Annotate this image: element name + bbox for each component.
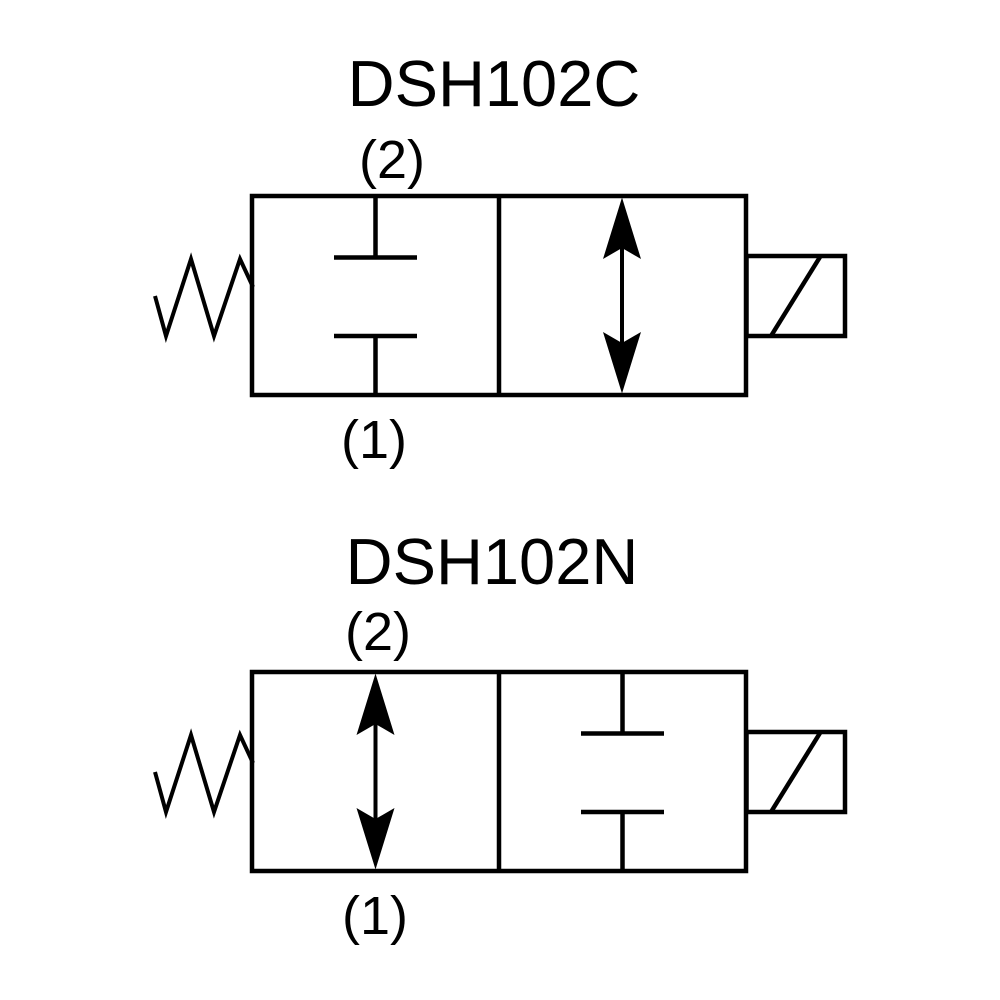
spring-icon [155, 259, 253, 336]
port-bottom-label: (1) [342, 886, 408, 946]
flow-arrow-icon [357, 674, 395, 870]
port-top-label: (2) [359, 130, 425, 190]
valve-title: DSH102N [346, 525, 639, 598]
valve-body [252, 196, 746, 395]
blocked-ports-icon [334, 196, 417, 395]
solenoid-icon [747, 732, 846, 812]
valve-diagram-dsh102c: DSH102C (2) (1) [155, 47, 845, 470]
valve-body [252, 672, 746, 871]
port-bottom-label: (1) [341, 410, 407, 470]
valve-diagram-dsh102n: DSH102N (2) (1) [155, 525, 845, 946]
blocked-ports-icon [581, 672, 664, 871]
valve-title: DSH102C [348, 47, 641, 120]
solenoid-icon [747, 256, 846, 336]
flow-arrow-icon [603, 198, 641, 394]
spring-icon [155, 735, 253, 812]
port-top-label: (2) [345, 602, 411, 662]
